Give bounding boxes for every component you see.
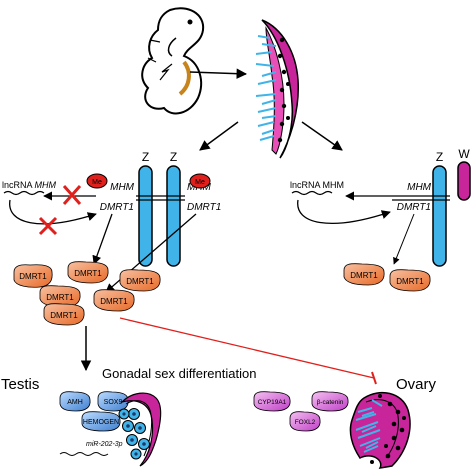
lncrna-left-wave (3, 190, 45, 196)
embryo-drawing (141, 7, 205, 115)
methyl-mark-right: Me (189, 173, 211, 189)
ovary-factor: FOXL2 (289, 411, 321, 432)
svg-text:SOX9: SOX9 (104, 399, 123, 406)
female-branch-arrow (301, 121, 343, 151)
svg-text:DMRT1: DMRT1 (350, 271, 378, 280)
svg-text:DMRT1: DMRT1 (396, 277, 424, 286)
male-branch-arrow (199, 121, 239, 151)
z-label-1: Z (142, 150, 149, 164)
testis-drawing (118, 392, 162, 467)
red-x-icon-bottom (38, 216, 58, 236)
z-label-female: Z (436, 150, 443, 164)
blocked-feedback-arrow (9, 199, 97, 225)
svg-text:HEMOGEN: HEMOGEN (83, 419, 119, 426)
svg-text:β-catenin: β-catenin (317, 399, 344, 406)
svg-text:DMRT1: DMRT1 (126, 277, 154, 286)
dmrt1-protein: DMRT1 (93, 289, 135, 312)
svg-text:DMRT1: DMRT1 (50, 311, 78, 320)
inhibition-line (119, 317, 375, 379)
ovary-drawing (349, 391, 411, 469)
red-x-icon-top (62, 185, 82, 205)
dmrt1-protein: DMRT1 (119, 269, 161, 292)
chromosome-z-male-2 (166, 165, 181, 267)
locus-mhm-right: MHM (407, 182, 432, 193)
methyl-mark-left: Me (86, 173, 108, 189)
svg-text:Me: Me (92, 179, 102, 186)
svg-text:FOXL2: FOXL2 (295, 419, 316, 426)
ovary-title: Ovary (396, 376, 437, 393)
dmrt1-protein: DMRT1 (43, 303, 85, 326)
dmrt1-protein: DMRT1 (389, 269, 431, 292)
chromosome-w (457, 161, 471, 201)
dmrt1-protein: DMRT1 (343, 263, 385, 286)
svg-text:DMRT1: DMRT1 (100, 297, 128, 306)
svg-text:Me: Me (195, 179, 205, 186)
female-dmrt1-arrow (393, 213, 415, 265)
male-loci-lines (136, 195, 185, 201)
process-label: Gonadal sex differentiation (102, 366, 256, 381)
undifferentiated-gonad (255, 19, 300, 159)
testis-factor: HEMOGEN (81, 411, 121, 432)
lncrna-right-wave (291, 190, 333, 196)
locus-mhm-left: MHM (110, 182, 135, 193)
left-dmrt1-to-protein-arrow (92, 213, 113, 265)
svg-text:AMH: AMH (67, 399, 83, 406)
locus-dmrt1-left: DMRT1 (100, 202, 134, 213)
feedback-arrow-right (297, 199, 391, 224)
male-dmrt1-cluster: DMRT1 DMRT1 DMRT1 DMRT1 DMRT1 DMRT1 (13, 261, 161, 326)
chromosome-z-male-1 (138, 165, 153, 267)
dmrt1-protein: DMRT1 (13, 264, 53, 288)
inhibition-bar (371, 371, 377, 385)
chromosome-z-female (432, 165, 447, 267)
mirna-wave (59, 452, 109, 456)
female-dmrt1-cluster: DMRT1 DMRT1 (343, 263, 431, 292)
dmrt1-protein: DMRT1 (67, 261, 109, 284)
lncrna-right-label: lncRNA MHM (290, 180, 344, 190)
female-loci-lines (392, 195, 450, 201)
ovary-factor: β-catenin (311, 391, 349, 412)
testis-factor: AMH (59, 391, 91, 412)
svg-text:CYP19A1: CYP19A1 (258, 399, 287, 406)
svg-text:DMRT1: DMRT1 (19, 272, 47, 281)
locus-dmrt1-mid: DMRT1 (187, 202, 221, 213)
embryo-to-gonad-arrow (189, 68, 248, 79)
lncrna-left-label: lncRNA MHM (2, 180, 57, 190)
svg-text:DMRT1: DMRT1 (74, 269, 102, 278)
z-label-2: Z (170, 150, 177, 164)
w-label: W (458, 147, 470, 161)
ovary-factor: CYP19A1 (253, 391, 291, 412)
testis-title: Testis (1, 376, 39, 393)
svg-text:DMRT1: DMRT1 (46, 293, 74, 302)
locus-dmrt1-right: DMRT1 (397, 202, 431, 213)
mirna-label: miR-202-3p (86, 441, 123, 448)
